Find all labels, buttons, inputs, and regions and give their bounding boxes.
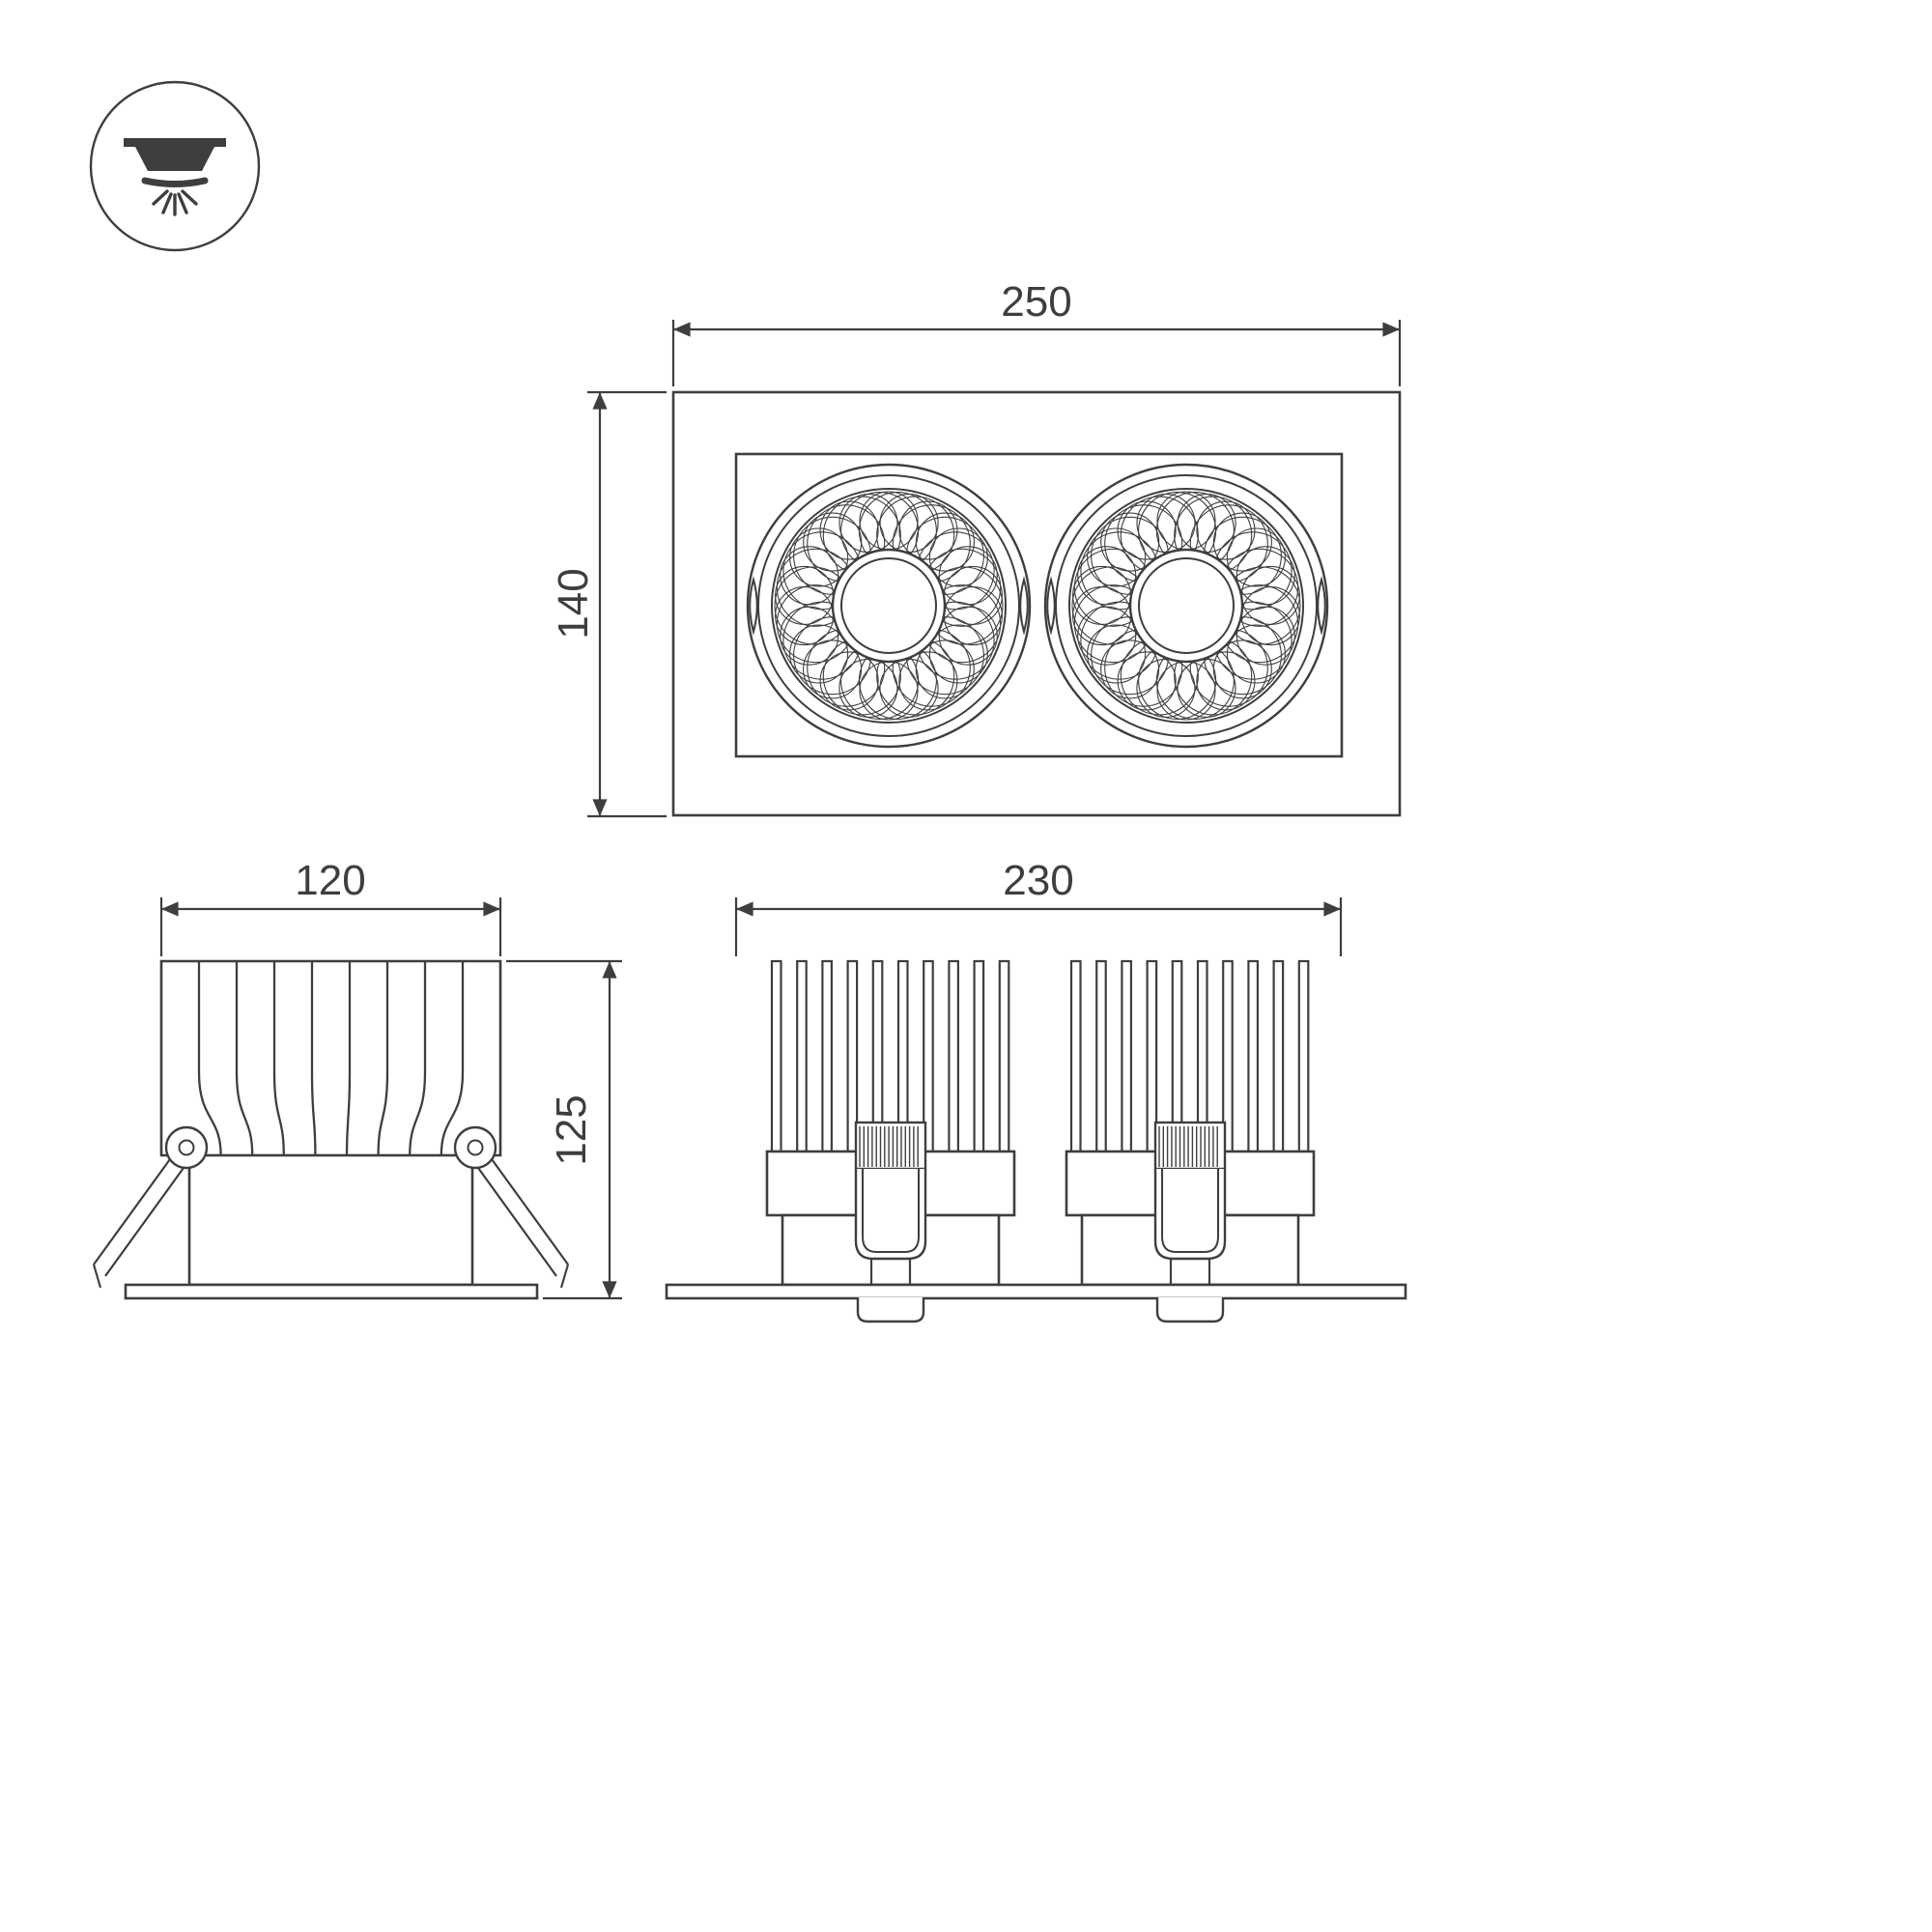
clip-bracket-inner xyxy=(862,1169,920,1253)
clip-bracket-inner xyxy=(1161,1169,1219,1253)
gimbal-slots xyxy=(749,576,1326,636)
heatsink-outline xyxy=(159,959,502,1157)
dimension-side-height: 125 xyxy=(506,959,622,1300)
heatsink-unit-right xyxy=(1065,959,1316,1287)
dim-side-height-label: 125 xyxy=(548,1094,595,1165)
side-view: 120 125 xyxy=(92,857,622,1300)
lamp-left xyxy=(746,463,1032,749)
clip-foot-left xyxy=(856,1297,925,1323)
lamp-housing xyxy=(187,1153,474,1287)
icon-light-rays xyxy=(152,189,198,216)
recessed-downlight-icon xyxy=(89,80,261,252)
dim-front-width-label: 250 xyxy=(1001,278,1071,326)
front-view: 250 140 xyxy=(550,278,1402,818)
dimension-base-width: 230 xyxy=(734,857,1343,956)
icon-ceiling-bar xyxy=(124,138,226,147)
trim-flange xyxy=(665,1283,1407,1300)
dimension-side-width: 120 xyxy=(159,857,502,956)
base-view: 230 xyxy=(665,857,1407,1323)
heatsink-fins xyxy=(197,961,465,1156)
dimension-front-width: 250 xyxy=(671,278,1402,386)
icon-lens-arc xyxy=(141,177,209,187)
dim-front-height-label: 140 xyxy=(550,568,597,639)
clip-bracket xyxy=(854,1169,927,1261)
clip-bracket xyxy=(1153,1169,1227,1261)
spring-clip-right xyxy=(453,1125,570,1289)
clip-spring-hatch xyxy=(1158,1126,1218,1167)
icon-lamp-body xyxy=(135,147,214,171)
dim-side-width-label: 120 xyxy=(295,857,365,904)
clip-spring-block xyxy=(1153,1121,1227,1171)
clip-foot-right xyxy=(1155,1297,1225,1323)
heatsink-unit-left xyxy=(765,959,1016,1287)
clip-spring-block xyxy=(854,1121,927,1171)
spring-clip-left xyxy=(92,1125,209,1289)
lamp-right xyxy=(1043,463,1329,749)
dimension-front-height: 140 xyxy=(550,390,667,818)
icon-circle xyxy=(89,80,261,252)
dim-base-width-label: 230 xyxy=(1003,857,1073,904)
clip-spring-hatch xyxy=(859,1126,919,1167)
trim-flange xyxy=(124,1283,539,1300)
